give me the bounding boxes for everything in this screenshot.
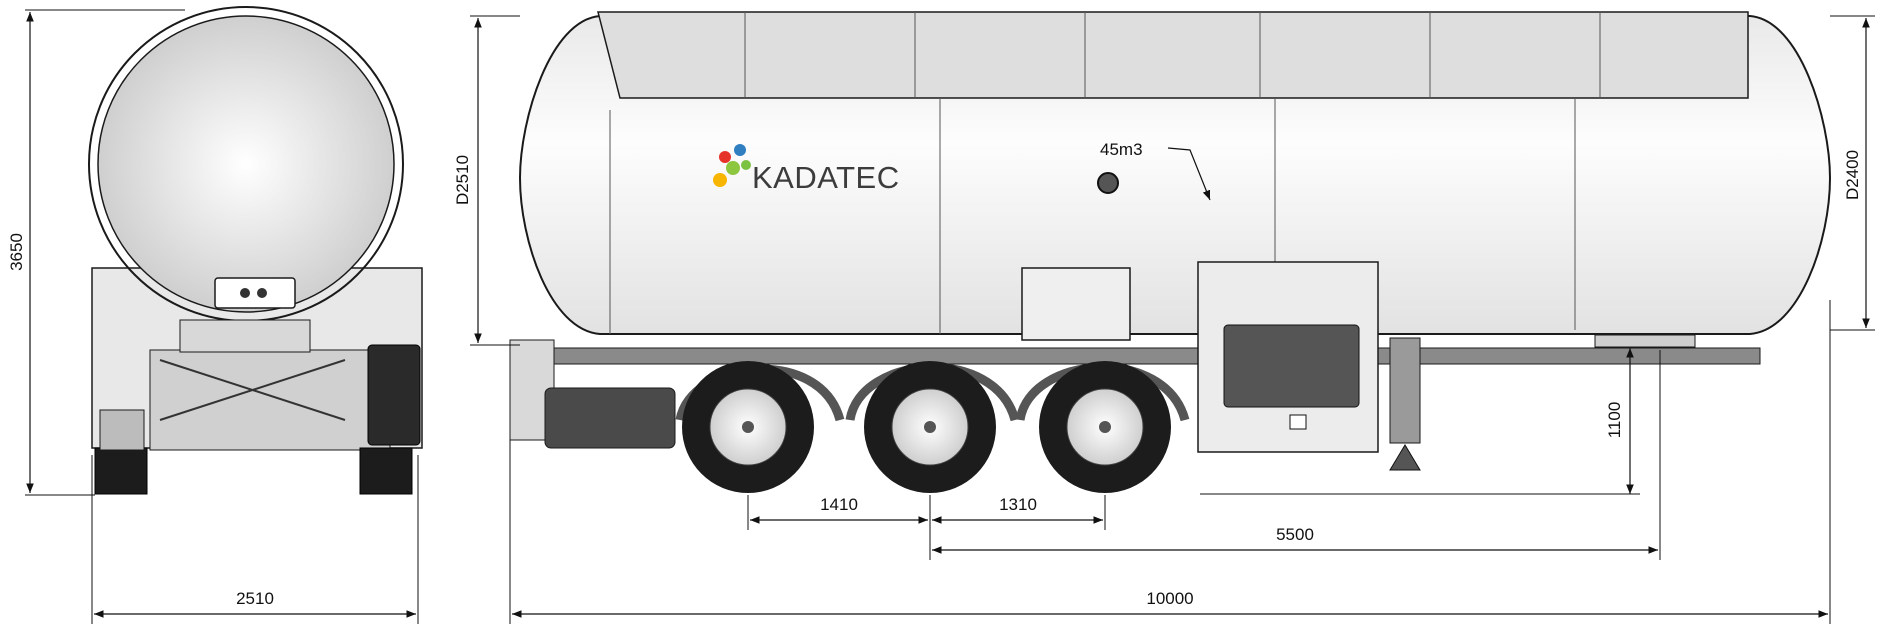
side-dimensions: D2510 D2400 1100 1410 1310 5500 10000 bbox=[453, 15, 1875, 624]
dim-rear-width: 2510 bbox=[236, 589, 274, 608]
logo-text: KADATEC bbox=[752, 160, 900, 195]
dim-outer-diameter: D2510 bbox=[453, 155, 472, 205]
rear-tank-head bbox=[97, 15, 395, 313]
dim-overall-length: 10000 bbox=[1146, 589, 1193, 608]
support-leg bbox=[1389, 337, 1421, 444]
axle-wheel-1 bbox=[682, 361, 814, 493]
side-view: KADATEC 45m3 bbox=[509, 11, 1832, 493]
front-underrun bbox=[544, 387, 676, 449]
side-top-cover bbox=[597, 11, 1749, 99]
manhole-icon bbox=[1097, 172, 1119, 194]
axle-wheel-3 bbox=[1039, 361, 1171, 493]
dim-rear-height: 3650 bbox=[7, 233, 26, 271]
axle-wheel-2 bbox=[864, 361, 996, 493]
pump-cabinet-window bbox=[1223, 324, 1360, 408]
dim-axle-spacing-2: 1310 bbox=[999, 495, 1037, 514]
dim-kingpin-to-axle: 5500 bbox=[1276, 525, 1314, 544]
rear-view bbox=[88, 6, 423, 495]
volume-label: 45m3 bbox=[1100, 140, 1143, 159]
rear-wheel-left bbox=[367, 344, 421, 446]
dim-coupling-height: 1100 bbox=[1605, 402, 1624, 439]
rear-subframe bbox=[149, 349, 391, 451]
tool-box bbox=[1021, 267, 1131, 341]
rear-wheel-right bbox=[99, 409, 145, 451]
dim-inner-diameter: D2400 bbox=[1843, 150, 1862, 200]
chassis-frame bbox=[519, 347, 1761, 365]
kadatec-logo: KADATEC bbox=[713, 144, 900, 195]
rear-tire-right bbox=[359, 447, 413, 495]
dim-axle-spacing-1: 1410 bbox=[820, 495, 858, 514]
rear-control-box bbox=[214, 277, 296, 309]
rear-tire-left bbox=[94, 447, 148, 495]
rear-dimensions: 3650 2510 bbox=[7, 9, 419, 624]
